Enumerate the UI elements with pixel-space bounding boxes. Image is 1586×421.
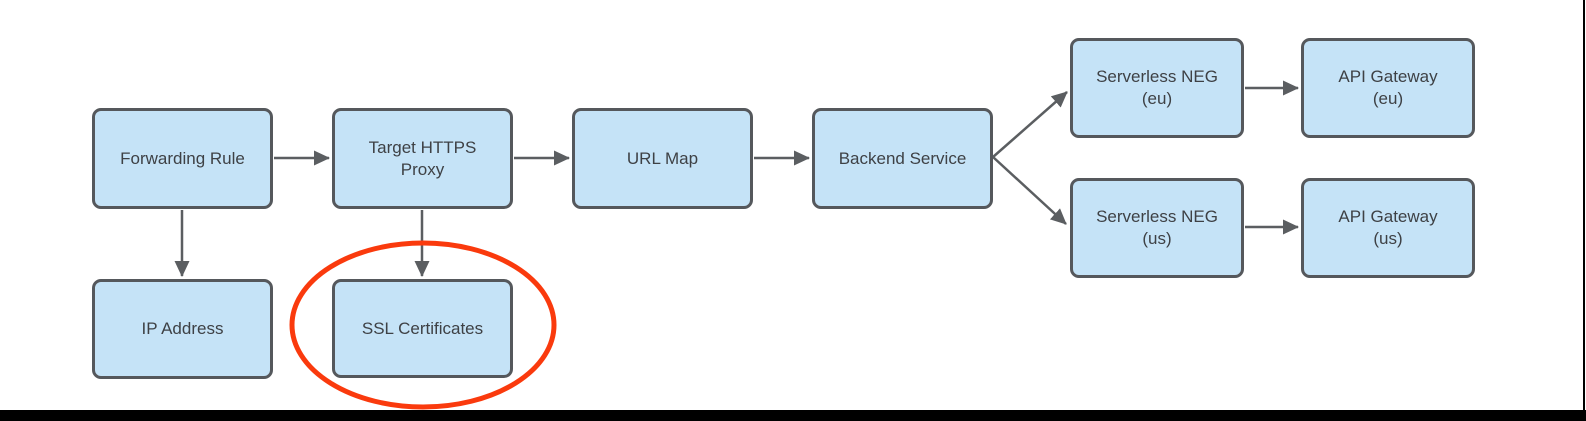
node-label: Serverless NEG <box>1096 67 1218 86</box>
node-forwarding-rule: Forwarding Rule <box>92 108 273 209</box>
node-target-https-proxy: Target HTTPS Proxy <box>332 108 513 209</box>
arrow-backend-service-to-serverless-neg-eu <box>992 91 1068 158</box>
screen-edge-right <box>1583 0 1585 410</box>
node-url-map: URL Map <box>572 108 753 209</box>
node-ip-address: IP Address <box>92 279 273 379</box>
node-label: Forwarding Rule <box>120 148 245 168</box>
highlight-ellipse <box>289 240 557 410</box>
node-label: (eu) <box>1372 89 1404 108</box>
node-serverless-neg-us: Serverless NEG (us) <box>1070 178 1244 278</box>
node-backend-service: Backend Service <box>812 108 993 209</box>
node-label: API Gateway <box>1338 67 1438 86</box>
node-label: Serverless NEG <box>1096 207 1218 226</box>
node-label: Proxy <box>400 159 445 179</box>
node-label: IP Address <box>141 319 224 338</box>
node-label: SSL Certificates <box>361 318 484 338</box>
node-label: Target HTTPS <box>368 137 477 157</box>
node-api-gateway-eu: API Gateway (eu) <box>1301 38 1475 138</box>
node-label: (us) <box>1373 229 1403 248</box>
node-label: (eu) <box>1141 89 1173 108</box>
screen-edge-bottom <box>0 410 1586 421</box>
arrow-backend-service-to-serverless-neg-us <box>992 156 1067 225</box>
node-label: API Gateway <box>1338 207 1438 226</box>
node-label: URL Map <box>626 148 699 168</box>
node-label: Backend Service <box>838 148 967 168</box>
node-serverless-neg-eu: Serverless NEG (eu) <box>1070 38 1244 138</box>
node-ssl-certificates: SSL Certificates <box>332 279 513 378</box>
node-api-gateway-us: API Gateway (us) <box>1301 178 1475 278</box>
node-label: (us) <box>1142 229 1172 248</box>
